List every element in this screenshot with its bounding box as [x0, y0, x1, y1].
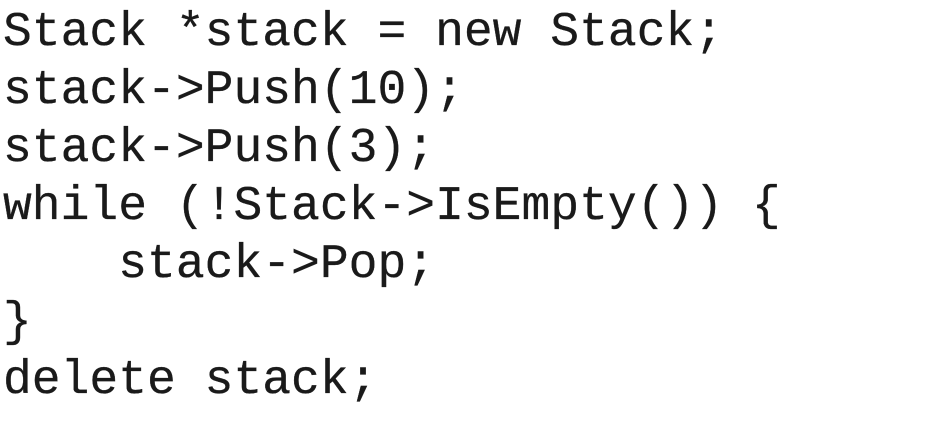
- code-line-closing-brace: }: [3, 296, 32, 350]
- code-line-while-loop: while (!Stack->IsEmpty()) {: [3, 180, 781, 234]
- code-snippet: Stack *stack = new Stack; stack->Push(10…: [3, 4, 781, 410]
- code-line-push-10: stack->Push(10);: [3, 64, 464, 118]
- code-line-stack-declaration: Stack *stack = new Stack;: [3, 6, 724, 60]
- code-line-delete-stack: delete stack;: [3, 354, 378, 408]
- code-line-pop: stack->Pop;: [3, 238, 436, 292]
- code-line-push-3: stack->Push(3);: [3, 122, 436, 176]
